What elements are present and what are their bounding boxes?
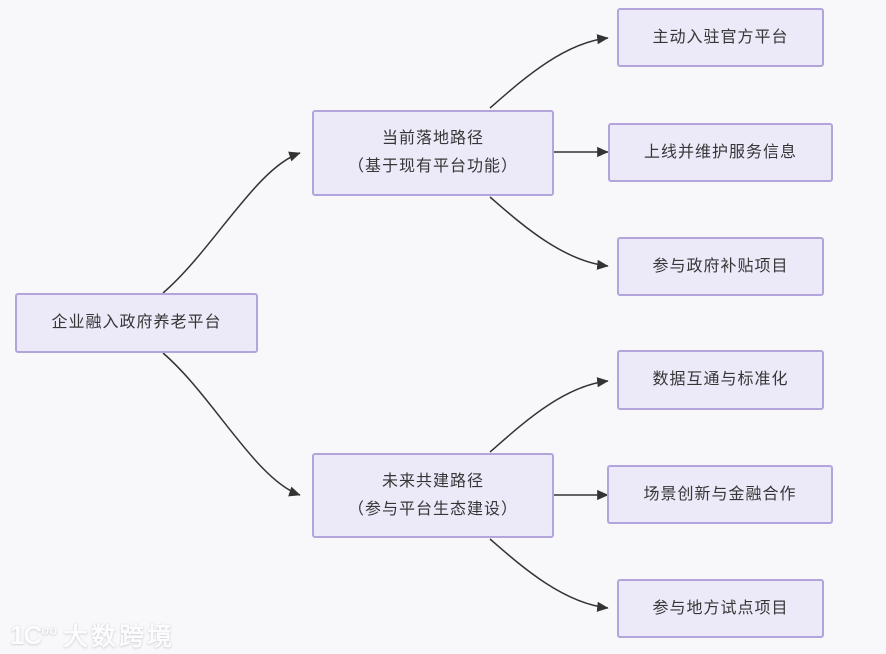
leaf-label: 参与地方试点项目 [652,599,789,617]
branch-future-subtitle: （参与平台生态建设） [347,500,518,518]
edge-current-to-join-platform [489,34,609,109]
watermark-logo-icon: 1Coo [10,619,58,650]
node-leaf-maintain-service-info: 上线并维护服务信息 [608,123,833,182]
node-leaf-local-pilot-project: 参与地方试点项目 [617,579,824,638]
node-branch-current-path: 当前落地路径 （基于现有平台功能） [312,110,554,196]
branch-current-subtitle: （基于现有平台功能） [347,158,518,175]
node-leaf-data-standardization: 数据互通与标准化 [617,350,824,410]
edge-future-to-pilot [489,538,609,612]
leaf-label: 主动入驻官方平台 [652,28,789,46]
leaf-label: 数据互通与标准化 [652,371,789,388]
leaf-label: 上线并维护服务信息 [643,143,797,161]
node-root: 企业融入政府养老平台 [15,293,258,353]
branch-future-title: 未来共建路径 [381,472,484,490]
node-root-label: 企业融入政府养老平台 [51,314,222,331]
branch-current-title: 当前落地路径 [381,130,484,147]
node-leaf-join-official-platform: 主动入驻官方平台 [617,8,824,67]
edge-root-to-future-path [162,352,301,497]
node-leaf-government-subsidy: 参与政府补贴项目 [617,237,824,296]
edge-current-to-subsidy [489,196,609,270]
watermark-brand-text: 大数跨境 [63,623,176,651]
node-branch-future-path: 未来共建路径 （参与平台生态建设） [312,453,554,538]
leaf-label: 参与政府补贴项目 [652,257,789,275]
watermark: 1Coo 大数跨境 [10,617,175,653]
node-leaf-scene-finance-cooperation: 场景创新与金融合作 [607,465,833,524]
leaf-label: 场景创新与金融合作 [643,485,797,503]
edge-future-to-data-standard [489,377,609,453]
edge-root-to-current-path [162,151,301,294]
